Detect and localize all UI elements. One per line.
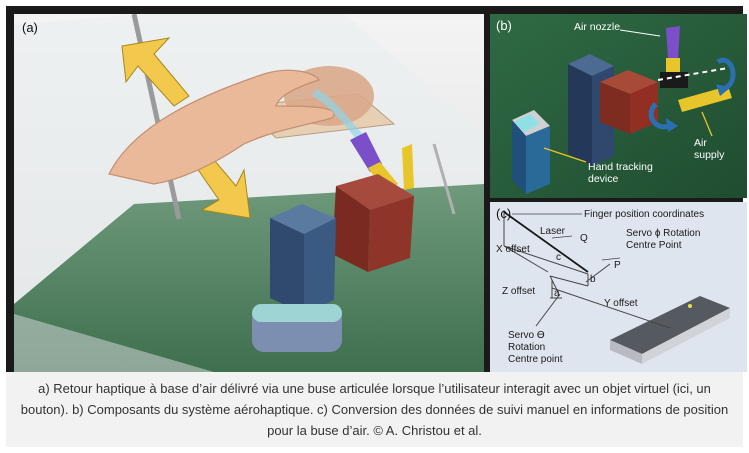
servo-theta-label-line3: Centre point <box>508 354 563 365</box>
panel-c-label: (c) <box>496 206 512 221</box>
laser-line <box>503 211 589 273</box>
air-nozzle <box>660 26 688 88</box>
hand-tracking-label-line1: Hand tracking <box>588 161 653 173</box>
servo-theta-label-line1: Servo ϴ <box>508 330 545 341</box>
rotation-arrow-icon <box>648 57 736 132</box>
panel-a-scene <box>14 14 484 372</box>
panel-b-illustration: (b) Air nozzle Air supply Hand tracking … <box>490 14 747 198</box>
hand-tracking-device <box>252 304 342 352</box>
hand-tracking-device <box>512 110 550 194</box>
servo-phi-label-line1: Servo ɸ Rotation <box>626 228 701 239</box>
panel-b-label: (b) <box>496 18 512 33</box>
p-label: P <box>614 260 621 271</box>
panel-b-scene <box>490 14 747 198</box>
a-label: a <box>554 288 560 299</box>
air-supply-arm <box>678 86 732 112</box>
cube-red <box>600 70 658 134</box>
air-nozzle-label: Air nozzle <box>574 21 621 33</box>
y-offset-label: Y offset <box>604 298 638 309</box>
hand-tracking-device <box>610 296 730 364</box>
x-offset-label: X offset <box>496 244 530 255</box>
panel-c-geometry <box>503 210 730 364</box>
panel-a-label: (a) <box>22 20 38 35</box>
laser-label: Laser <box>540 226 566 237</box>
block-blue <box>270 204 336 314</box>
q-label: Q <box>580 233 588 244</box>
cube-red <box>332 174 414 272</box>
z-offset-label: Z offset <box>502 286 536 297</box>
arrow-up-icon <box>121 37 190 107</box>
servo-theta-label-line2: Rotation <box>508 342 546 353</box>
hand-tracking-label-line2: device <box>588 173 619 185</box>
figure-caption: a) Retour haptique à base d’air délivré … <box>20 381 729 438</box>
caption-box: a) Retour haptique à base d’air délivré … <box>6 372 743 447</box>
panel-a-illustration: (a) <box>14 14 484 372</box>
finger-position-label: Finger position coordinates <box>584 209 705 220</box>
air-supply-label-line1: Air <box>694 137 707 149</box>
hand-illustration <box>108 69 335 185</box>
servo-phi-label-line2: Centre Point <box>626 240 682 251</box>
figure: (a) <box>6 6 747 372</box>
c-label: c <box>556 252 561 263</box>
panel-c-diagram: (c) Finger position coordinates Laser Q … <box>490 202 747 372</box>
air-supply-label-line2: supply <box>694 149 725 161</box>
b-label: b <box>590 274 596 285</box>
